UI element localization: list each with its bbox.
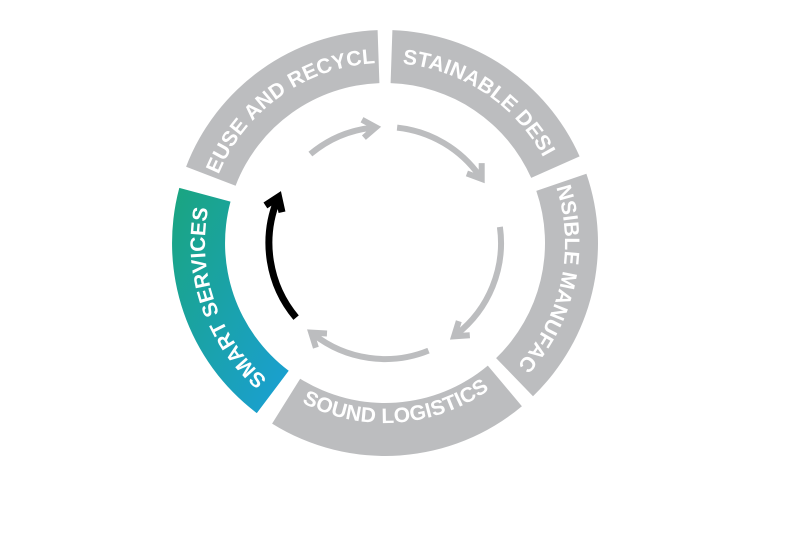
cycle-arrows <box>263 117 505 363</box>
cycle-arrow-4 <box>307 329 430 363</box>
cycle-arrow-2 <box>396 124 485 184</box>
cycle-arrow-3 <box>449 226 505 340</box>
cycle-arrow-active <box>263 191 299 320</box>
segment-responsible-manufacturing[interactable] <box>496 173 598 397</box>
segment-smart-services[interactable] <box>172 187 289 414</box>
segment-reuse-and-recycle[interactable] <box>186 30 380 186</box>
cycle-arrow-1 <box>308 117 382 157</box>
segment-sound-logistics[interactable] <box>272 365 522 456</box>
segment-sustainable-design[interactable] <box>390 30 580 178</box>
